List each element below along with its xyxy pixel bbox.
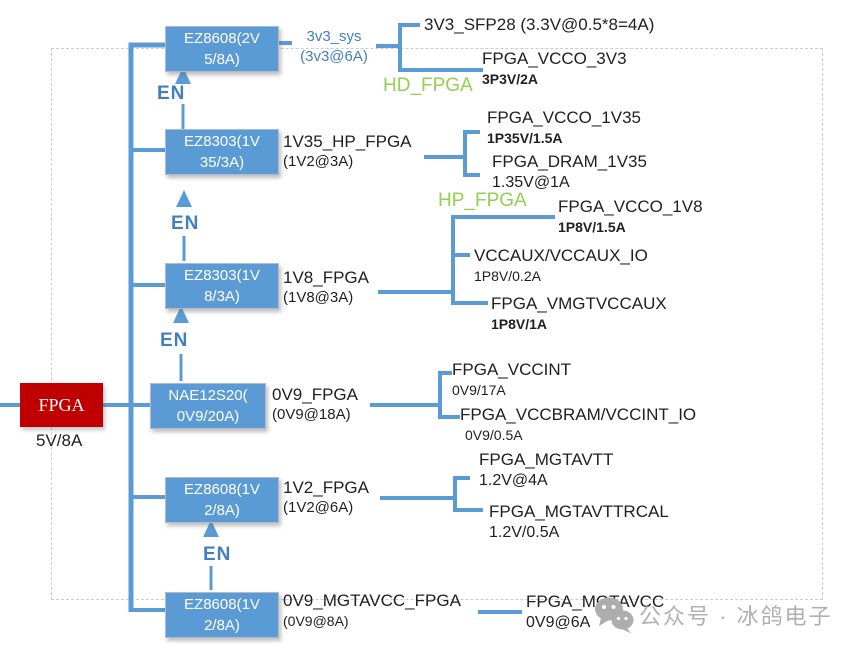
watermark-text: 公众号 · 冰鸽电子: [639, 604, 833, 629]
en-label-3: EN: [160, 330, 189, 351]
en-label-1: EN: [157, 83, 186, 104]
load-vccbram: FPGA_VCCBRAM/VCCINT_IO 0V9/0.5A: [460, 405, 697, 443]
net-label-1v2: 1V2_FPGA (1V2@6A): [283, 478, 369, 516]
load-mgtavttrcal: FPGA_MGTAVTTRCAL 1.2V/0.5A: [489, 502, 669, 541]
load-vcco-1v8: FPGA_VCCO_1V8 1P8V/1.5A: [558, 197, 703, 235]
load-vcco-3v3: FPGA_VCCO_3V3 3P3V/2A: [482, 49, 627, 87]
en-arrow-icon: [173, 306, 189, 323]
load-3v3-sfp28: 3V3_SFP28 (3.3V@0.5*8=4A): [424, 15, 655, 34]
load-vccint: FPGA_VCCINT 0V9/17A: [452, 360, 572, 398]
fpga-source-rating: 5V/8A: [36, 431, 83, 450]
bus-line: [128, 42, 165, 612]
load-mgtavtt: FPGA_MGTAVTT 1.2V@4A: [479, 450, 614, 489]
net-label-0v9: 0V9_FPGA (0V9@18A): [272, 385, 358, 423]
net-label-1v8: 1V8_FPGA (1V8@3A): [283, 268, 369, 306]
net-label-1v35: 1V35_HP_FPGA (1V2@3A): [283, 132, 412, 170]
wechat-icon: [595, 597, 634, 634]
en-arrow-icon: [203, 520, 219, 537]
en-label-2: EN: [171, 213, 200, 234]
net-label-0v9-mgtavcc: 0V9_MGTAVCC_FPGA (0V9@8A): [283, 591, 461, 629]
load-vccaux: VCCAUX/VCCAUX_IO 1P8V/0.2A: [474, 246, 648, 284]
dashed-frame: [51, 48, 823, 600]
fpga-source-box: FPGA: [20, 383, 103, 427]
net-label-3v3-sys: 3v3_sys (3v3@6A): [300, 28, 368, 65]
group-label-hp-fpga: HP_FPGA: [438, 190, 527, 211]
en-label-4: EN: [203, 544, 232, 565]
load-vcco-1v35: FPGA_VCCO_1V35 1P35V/1.5A: [487, 108, 642, 146]
group-label-hd-fpga: HD_FPGA: [383, 75, 473, 96]
load-dram-1v35: FPGA_DRAM_1V35 1.35V@1A: [492, 152, 647, 191]
watermark: 公众号 · 冰鸽电子: [594, 596, 833, 634]
load-mgtavcc: FPGA_MGTAVCC 0V9@6A: [526, 592, 665, 631]
regulator-box-nae12s20: NAE12S20(0V9/20A): [150, 383, 266, 429]
load-vmgtvccaux: FPGA_VMGTVCCAUX 1P8V/1A: [491, 294, 667, 332]
en-arrow-icon: [176, 190, 192, 207]
en-arrow-icon: [175, 67, 191, 84]
